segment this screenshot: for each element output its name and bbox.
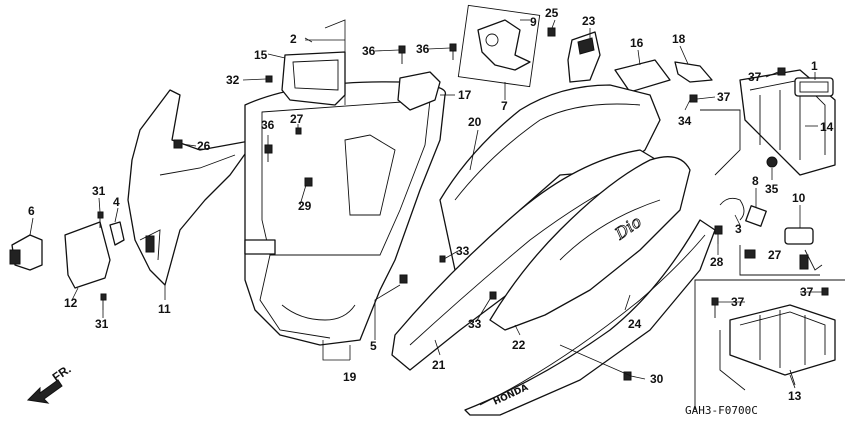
callout-37d: 37 xyxy=(800,285,814,299)
callout-8: 8 xyxy=(752,174,759,188)
callout-2: 2 xyxy=(290,32,297,46)
callout-9: 9 xyxy=(530,15,537,29)
callout-22: 22 xyxy=(512,338,526,352)
callout-23: 23 xyxy=(582,14,596,28)
bolt-icon xyxy=(264,144,273,162)
callout-13: 13 xyxy=(788,389,802,403)
bolt-icon xyxy=(821,287,829,296)
callout-24: 24 xyxy=(628,317,642,331)
callout-12: 12 xyxy=(64,296,78,310)
bolt-icon xyxy=(711,297,719,318)
bolt-icon xyxy=(295,127,302,135)
callout-11: 11 xyxy=(158,302,171,316)
leader-lines xyxy=(29,19,822,389)
part-12-lid xyxy=(64,221,111,289)
part-11-inner-cover xyxy=(127,89,256,286)
direction-label: FR. xyxy=(50,362,74,385)
callout-20: 20 xyxy=(468,115,482,129)
fasteners xyxy=(97,27,829,381)
callout-37c: 37 xyxy=(731,295,745,309)
part-10-key-cylinder xyxy=(784,227,823,271)
callout-17: 17 xyxy=(458,88,472,102)
callout-10: 10 xyxy=(792,191,806,205)
bolt-icon xyxy=(97,211,104,228)
callout-36b: 36 xyxy=(416,42,430,56)
bolt-icon xyxy=(439,255,446,263)
part-24-lower-trim: HONDA xyxy=(464,219,716,416)
callout-19: 19 xyxy=(343,370,357,384)
front-direction-arrow: FR. xyxy=(26,362,74,404)
part-22-center-cover: Dio xyxy=(489,156,691,331)
callout-34: 34 xyxy=(678,114,692,128)
part-16-plate xyxy=(614,59,671,93)
callout-15: 15 xyxy=(254,48,268,62)
callout-21: 21 xyxy=(432,358,446,372)
part-3-cable xyxy=(719,197,745,221)
callout-16: 16 xyxy=(630,36,644,50)
callout-27b: 27 xyxy=(768,248,782,262)
callout-4: 4 xyxy=(113,195,120,209)
callout-18: 18 xyxy=(672,32,686,46)
callout-37b: 37 xyxy=(717,90,731,104)
bolt-icon xyxy=(100,293,107,310)
callout-36a: 36 xyxy=(362,44,376,58)
bolt-icon xyxy=(173,139,183,149)
callout-30: 30 xyxy=(650,372,664,386)
part-23-seat-catch xyxy=(567,31,601,83)
arrow-icon xyxy=(26,379,63,404)
callout-35: 35 xyxy=(765,182,779,196)
bolt-icon xyxy=(777,67,786,76)
bolt-icon xyxy=(489,291,497,300)
bolt-icon xyxy=(766,156,778,168)
bolt-icon xyxy=(449,43,457,60)
part-6-lock xyxy=(9,234,43,271)
part-7-seat-lock xyxy=(457,4,541,88)
callout-37a: 37 xyxy=(748,70,762,84)
part-27-bolt-box xyxy=(739,245,820,276)
callout-3: 3 xyxy=(735,222,742,236)
diagram-code: GAH3-F0700C xyxy=(685,404,758,417)
part-18-hinge xyxy=(674,61,713,83)
bolt-icon xyxy=(399,274,408,284)
callout-27a: 27 xyxy=(290,112,304,126)
callout-6: 6 xyxy=(28,204,35,218)
part-13-carrier-box xyxy=(694,279,845,410)
bolt-icon xyxy=(714,225,723,244)
part-8-grommet xyxy=(745,205,767,227)
part-1-reflector xyxy=(794,77,834,97)
part-17-bracket xyxy=(397,71,441,111)
callout-31b: 31 xyxy=(95,317,109,331)
callout-28: 28 xyxy=(710,255,724,269)
callout-33b: 33 xyxy=(468,317,482,331)
callout-32: 32 xyxy=(226,73,240,87)
bolt-icon xyxy=(304,177,313,187)
callout-14: 14 xyxy=(820,120,834,134)
callout-5: 5 xyxy=(370,339,377,353)
callout-labels: 1 2 3 4 5 6 7 8 9 10 11 12 13 14 15 16 1… xyxy=(28,6,834,403)
part-15-pocket xyxy=(281,51,346,106)
bolt-icon xyxy=(398,45,406,64)
bolt-icon xyxy=(547,27,556,37)
part-4-clip xyxy=(109,221,125,246)
callout-36c: 36 xyxy=(261,118,275,132)
callout-31a: 31 xyxy=(92,184,106,198)
callout-29: 29 xyxy=(298,199,312,213)
callout-26: 26 xyxy=(197,139,211,153)
callout-25: 25 xyxy=(545,6,559,20)
callout-33a: 33 xyxy=(456,244,470,258)
callout-7: 7 xyxy=(501,99,508,113)
callout-1: 1 xyxy=(811,59,818,73)
bolt-icon xyxy=(689,94,698,103)
part-19-luggage-box xyxy=(244,81,447,346)
bolt-icon xyxy=(265,75,273,83)
